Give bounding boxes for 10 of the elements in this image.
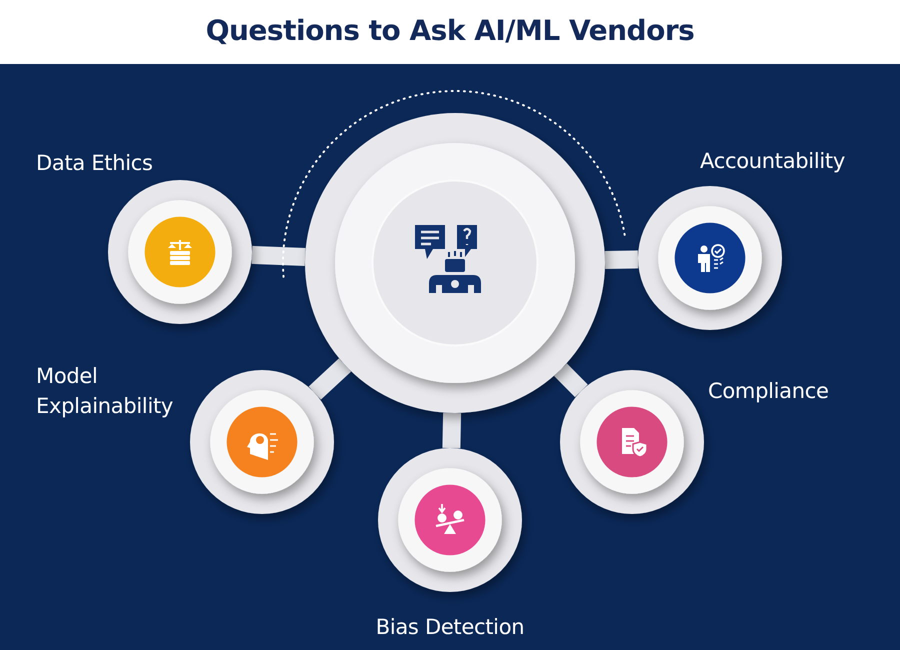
connector-bar	[442, 412, 462, 448]
connector-bar	[308, 358, 352, 400]
title: Questions to Ask AI/ML Vendors	[204, 14, 696, 47]
node-label: Bias Detection	[374, 614, 526, 641]
connector-bar	[554, 363, 588, 398]
node-label: Accountability	[700, 148, 846, 175]
node-label: Model Explainability	[36, 363, 174, 420]
node-label: Data Ethics	[36, 150, 154, 177]
connector-bar	[604, 250, 638, 270]
node-label: Compliance	[708, 378, 830, 405]
